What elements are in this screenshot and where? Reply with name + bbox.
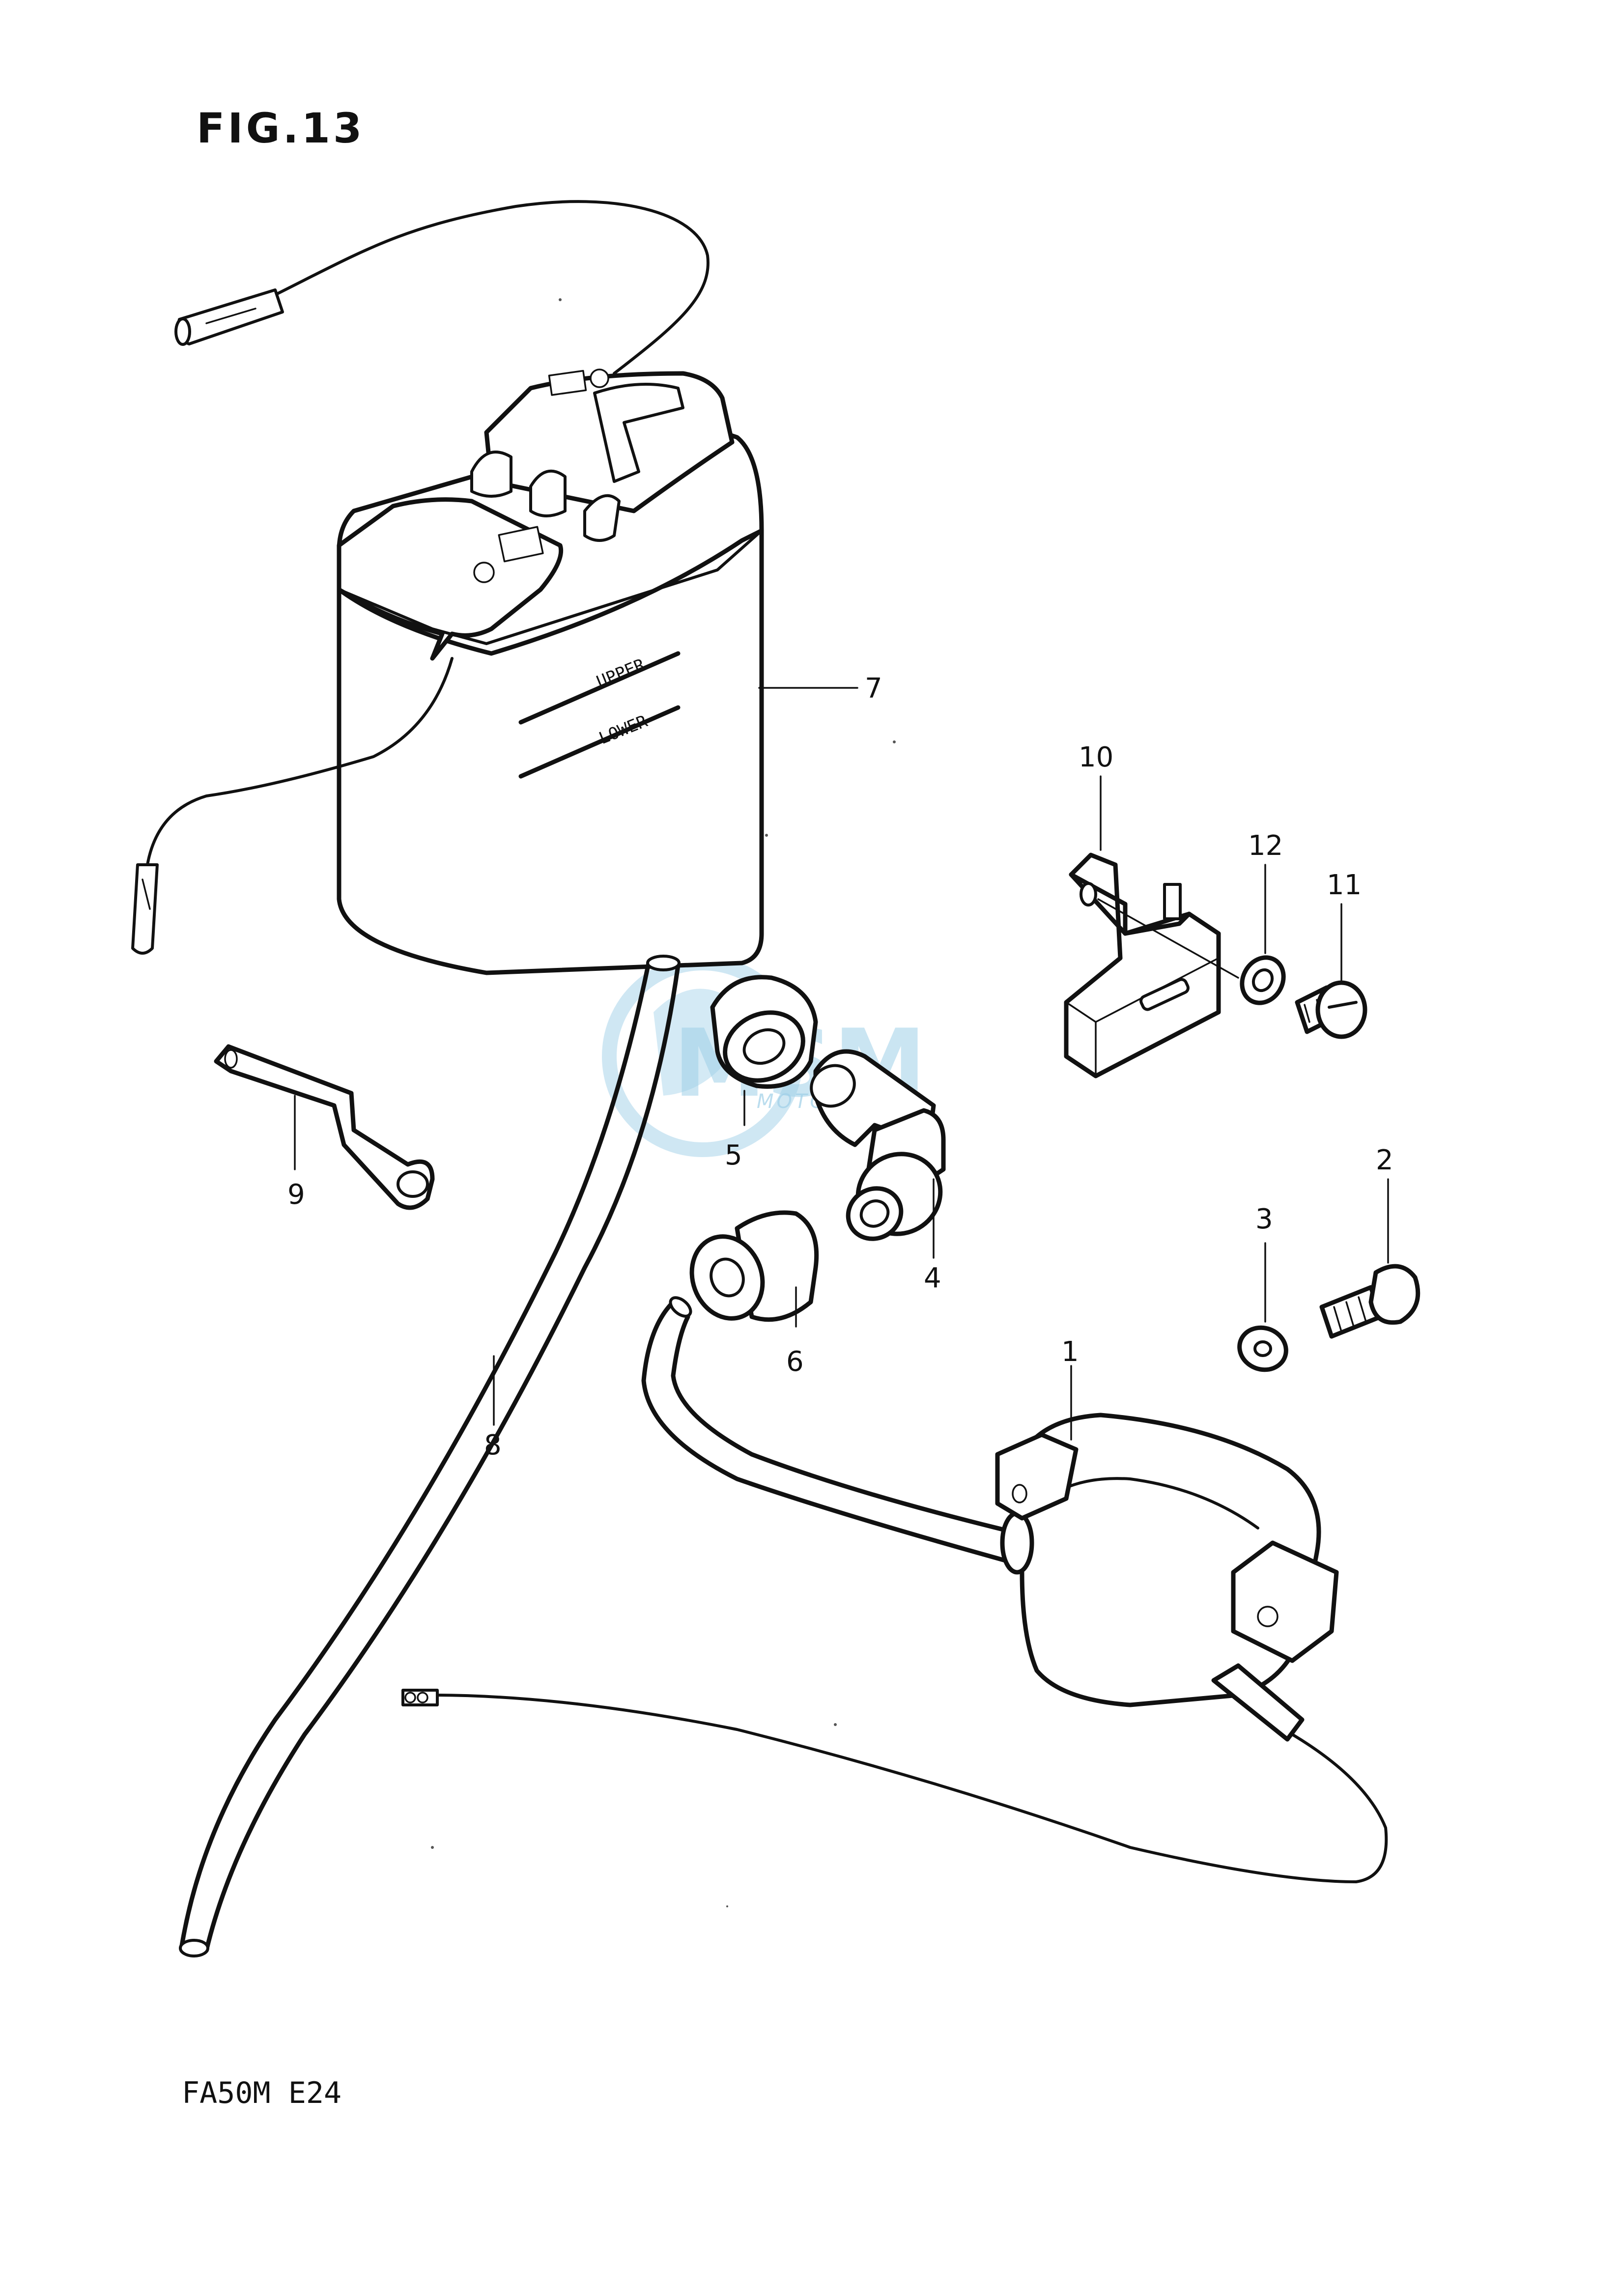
callout-9: 9: [287, 1095, 305, 1211]
cap-5: [710, 975, 818, 1089]
battery: UPPER LOWER: [131, 200, 764, 975]
callout-number-10: 10: [1079, 741, 1113, 773]
callout-7: 7: [758, 673, 882, 705]
callout-2: 2: [1376, 1144, 1393, 1264]
breather-hose: [179, 955, 681, 1957]
callout-number-9: 9: [287, 1179, 305, 1211]
callout-12: 12: [1248, 830, 1283, 954]
rectifier: [1064, 852, 1239, 1078]
screw-2: [1319, 1264, 1421, 1339]
callout-number-5: 5: [725, 1139, 742, 1171]
callout-10: 10: [1079, 741, 1113, 851]
screw-11: [1295, 980, 1367, 1039]
callout-number-12: 12: [1248, 830, 1283, 862]
figure-title: FIG.13: [197, 104, 365, 152]
model-code: FA50M E24: [182, 2076, 341, 2110]
callout-number-1: 1: [1061, 1336, 1079, 1368]
callout-5: 5: [725, 1090, 745, 1171]
callout-8: 8: [484, 1355, 502, 1461]
callout-number-11: 11: [1327, 869, 1362, 901]
callout-number-2: 2: [1376, 1144, 1393, 1176]
callout-number-4: 4: [924, 1262, 941, 1294]
callout-1: 1: [1061, 1336, 1079, 1441]
callout-number-6: 6: [786, 1346, 804, 1378]
callout-number-8: 8: [484, 1429, 502, 1461]
bracket: [214, 1044, 435, 1210]
callout-3: 3: [1255, 1203, 1273, 1323]
callout-number-3: 3: [1255, 1203, 1273, 1235]
washer-3: [1237, 1325, 1288, 1372]
scan-specks: [431, 298, 896, 1907]
ignition-coil: [401, 1296, 1388, 1883]
plug-cap-4: [810, 1049, 946, 1241]
callout-number-7: 7: [865, 673, 882, 705]
callout-6: 6: [786, 1286, 804, 1378]
washer-12: [1240, 955, 1286, 1005]
callout-4: 4: [924, 1178, 941, 1294]
callout-11: 11: [1327, 869, 1362, 984]
